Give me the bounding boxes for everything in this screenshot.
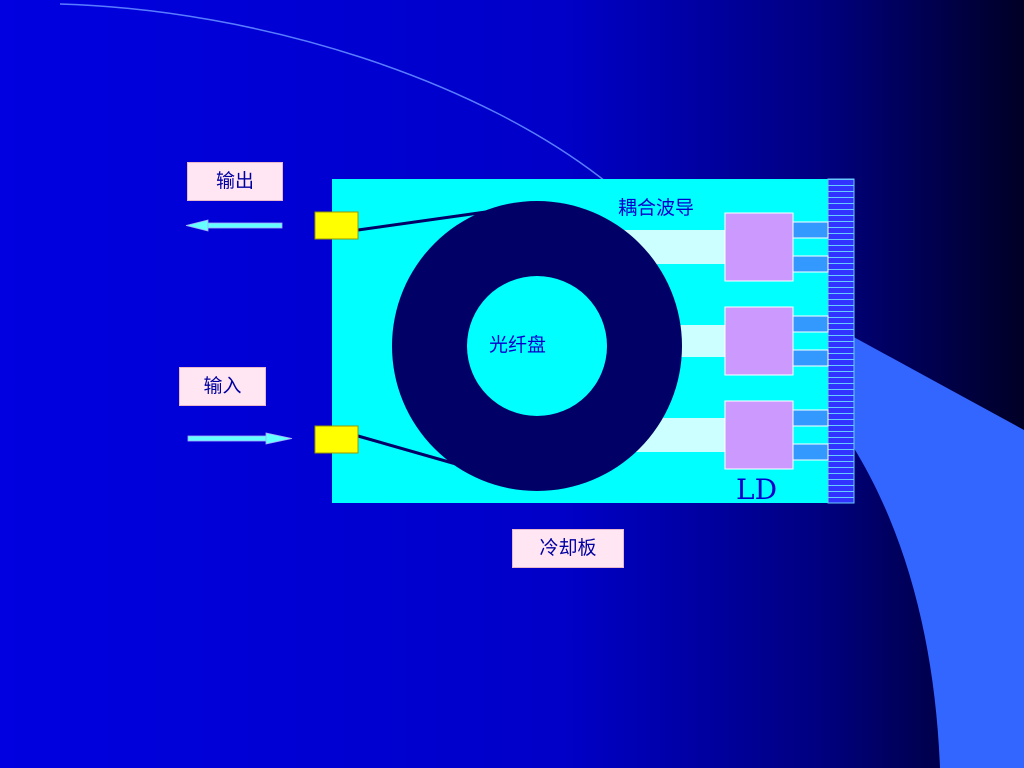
- ld-module-bottom: [724, 400, 794, 470]
- coupled-waveguide-label: 耦合波导: [618, 197, 694, 219]
- decorative-arc-line: [59, 3, 611, 186]
- ld-module-middle: [724, 306, 794, 376]
- heat-sink-strip: [827, 178, 855, 504]
- ld-tab: [792, 443, 829, 461]
- input-connector: [314, 425, 359, 454]
- decorative-swoosh: [850, 335, 1024, 768]
- ld-tab: [792, 409, 829, 427]
- output-label: 输出: [187, 162, 283, 201]
- fiber-lead-output: [357, 208, 501, 232]
- ld-tab: [792, 349, 829, 367]
- fiber-coil-center: [467, 276, 607, 416]
- ld-tab: [792, 221, 829, 239]
- ld-tab: [792, 315, 829, 333]
- output-arrow: [185, 219, 283, 232]
- ld-module-top: [724, 212, 794, 282]
- fiber-lead-input: [357, 434, 471, 470]
- cooling-plate-label: 冷却板: [512, 529, 624, 568]
- input-arrow: [187, 432, 293, 445]
- input-label: 输入: [179, 367, 266, 406]
- output-connector: [314, 211, 359, 240]
- ld-label: LD: [736, 473, 777, 506]
- fiber-coil-label: 光纤盘: [489, 334, 546, 356]
- ld-tab: [792, 255, 829, 273]
